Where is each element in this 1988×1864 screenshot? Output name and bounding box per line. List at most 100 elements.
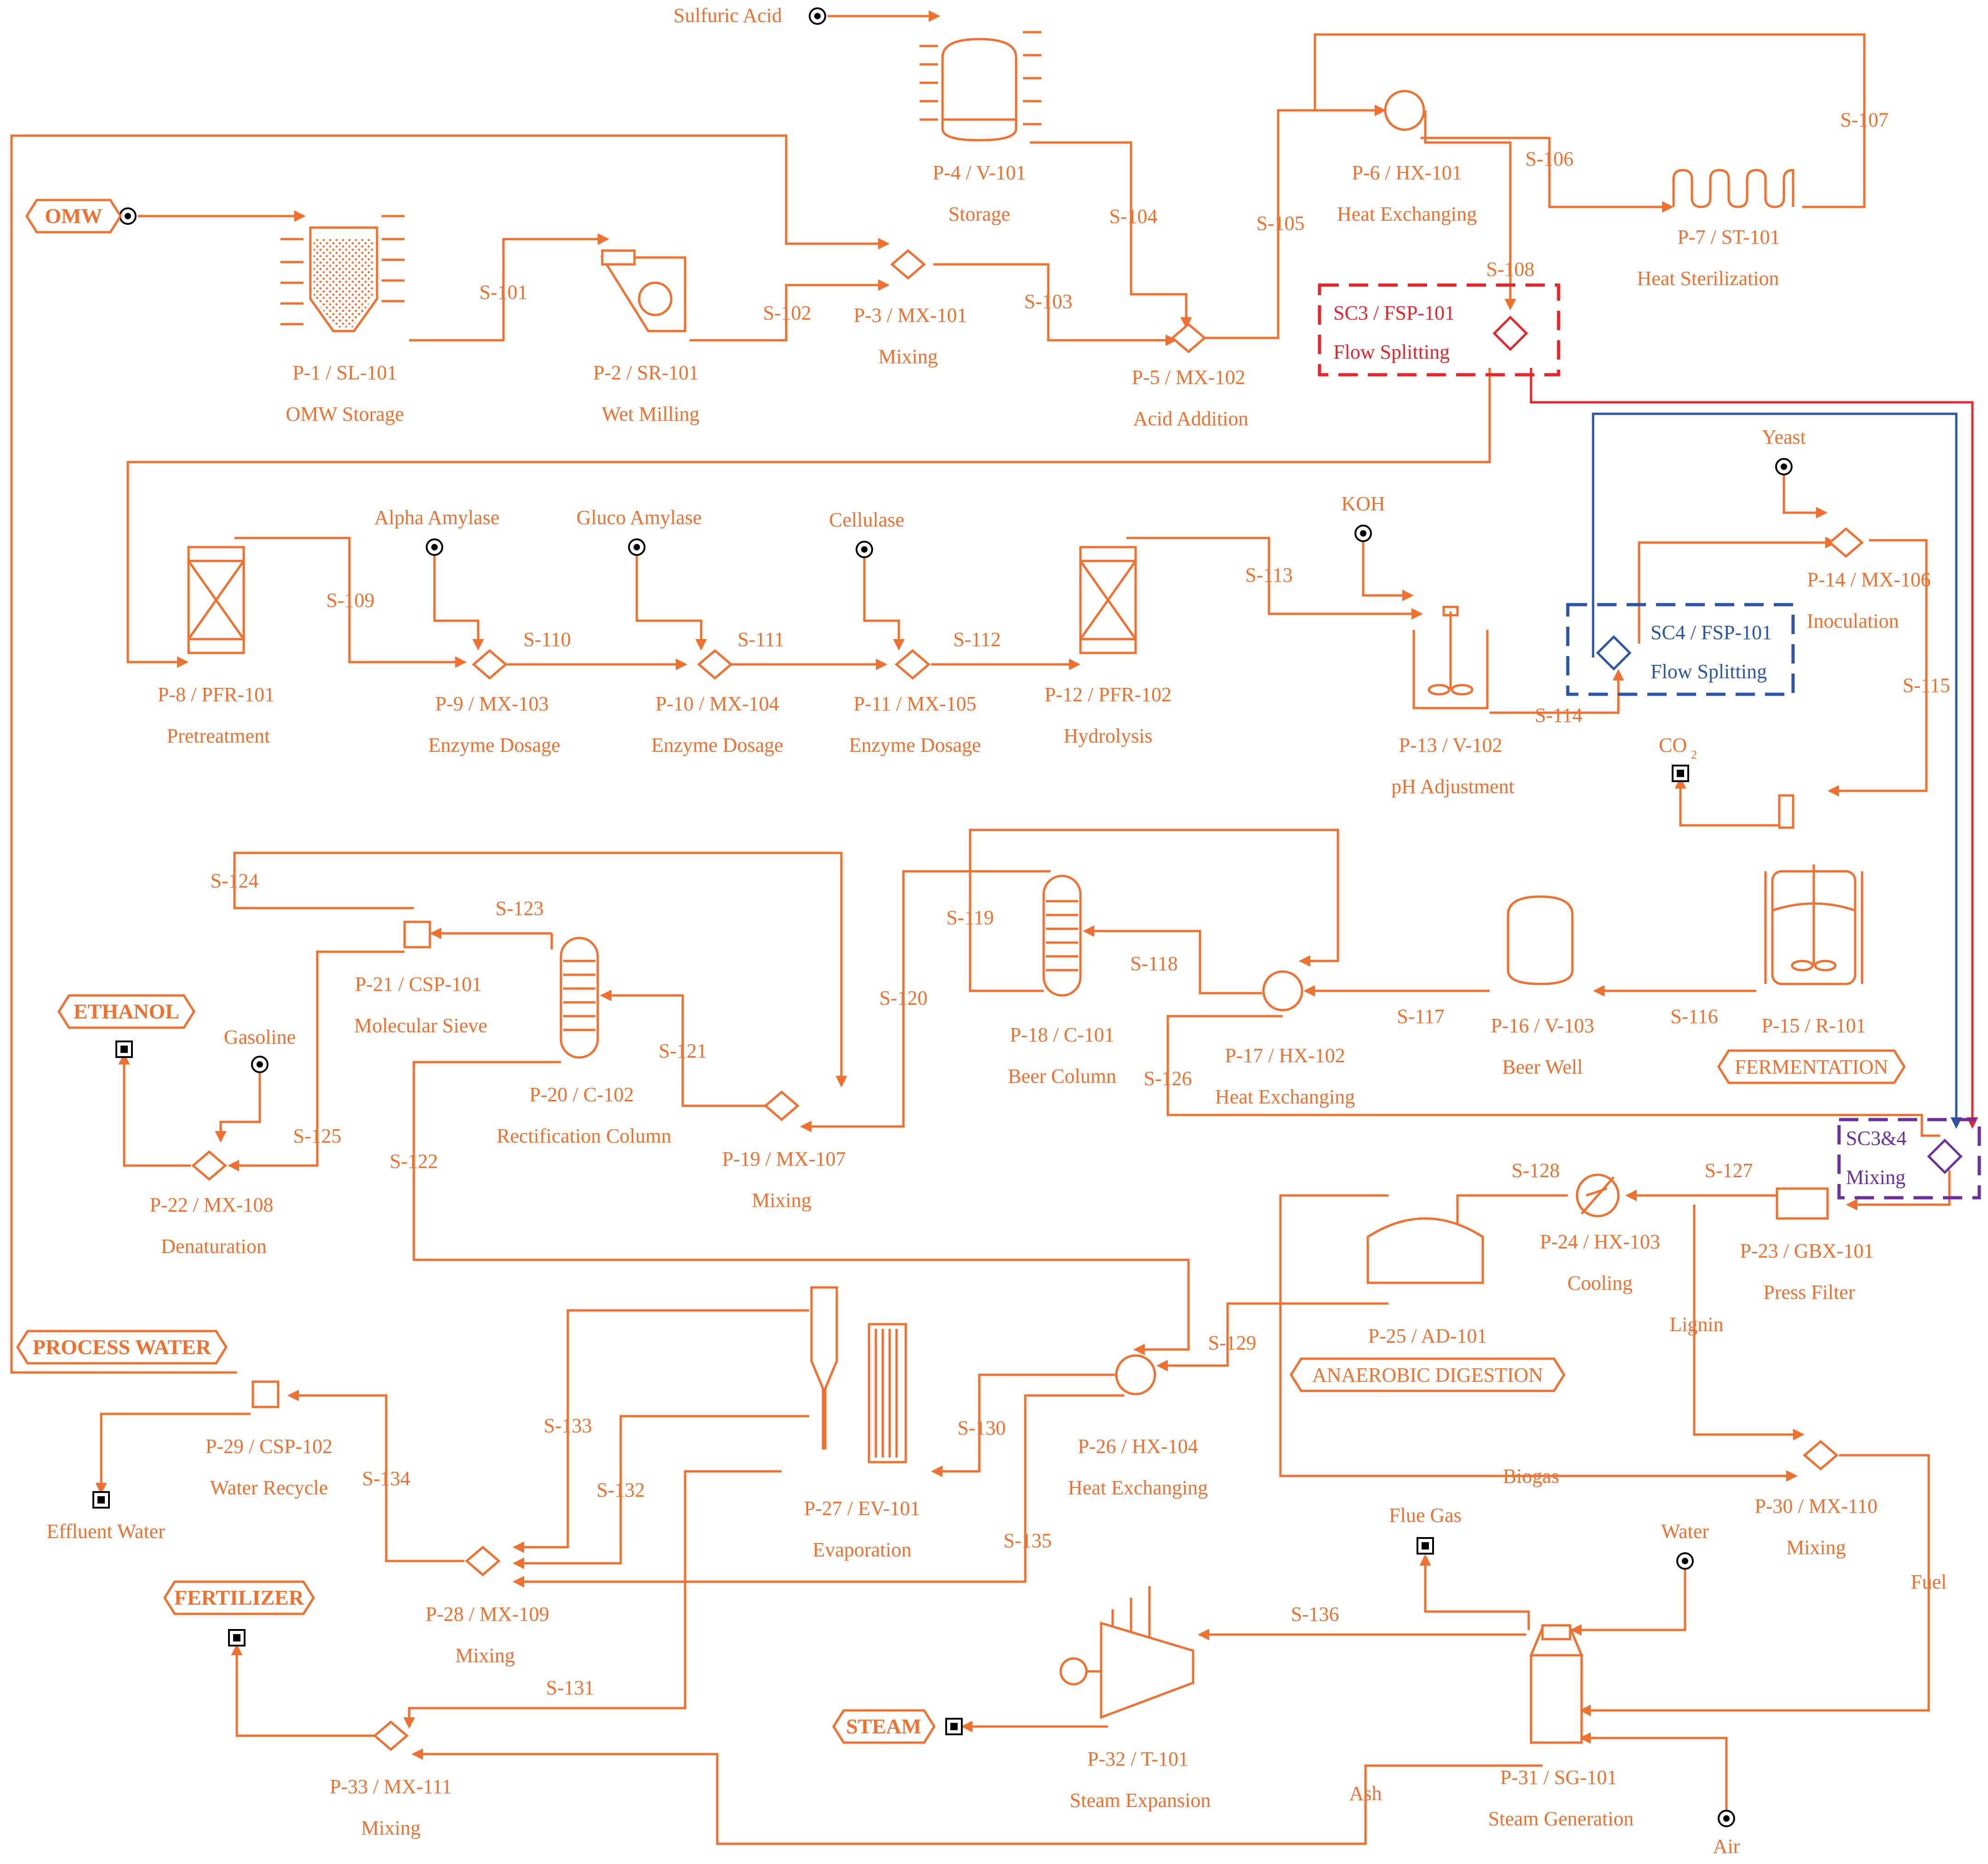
stream-label: S-124 [210, 869, 258, 892]
gasoline-label: Gasoline [224, 1026, 296, 1048]
mixer-icon [1171, 322, 1206, 354]
unit-tag: P-29 / CSP-102 [206, 1435, 332, 1458]
cellulase-label: Cellulase [829, 509, 904, 531]
scenario-labels: SC3 / FSP-101 Flow Splitting SC4 / FSP-1… [1333, 302, 1907, 1189]
cooler-icon [1576, 1173, 1620, 1218]
unit-name: Mixing [361, 1817, 421, 1839]
stream-label: S-114 [1535, 704, 1582, 726]
yeast-label: Yeast [1762, 426, 1806, 448]
unit-tag: P-7 / ST-101 [1677, 226, 1780, 248]
unit-name: Enzyme Dosage [651, 734, 783, 756]
unit-name: Cooling [1567, 1272, 1633, 1294]
unit-name: Mixing [455, 1644, 515, 1667]
stream-label: S-127 [1704, 1159, 1753, 1182]
stream-label: S-135 [1003, 1529, 1051, 1552]
stream-label: S-101 [479, 281, 527, 303]
water-recycle-icon [251, 1380, 280, 1408]
stream-label: S-119 [946, 906, 994, 929]
stream-label: S-133 [543, 1414, 592, 1437]
anaerobic-digester-icon [1366, 1217, 1484, 1284]
lignin-label: Lignin [1669, 1313, 1723, 1336]
wet-mill-icon [600, 249, 686, 332]
flue-gas-label: Flue Gas [1389, 1504, 1462, 1527]
mixer-icon [373, 1720, 409, 1751]
stream-label: S-125 [293, 1125, 341, 1147]
alpha-amylase-label: Alpha Amylase [374, 506, 500, 529]
unit-name: Water Recycle [210, 1476, 328, 1499]
sc4-tag: SC4 / FSP-101 [1651, 621, 1772, 644]
stream-label: S-131 [546, 1676, 594, 1699]
stream-label: S-126 [1143, 1067, 1192, 1090]
unit-name: pH Adjustment [1391, 775, 1514, 798]
mixer-icon [697, 649, 733, 680]
gluco-amylase-label: Gluco Amylase [577, 506, 702, 529]
mixing-vessel-icon [1412, 606, 1489, 709]
unit-name: OMW Storage [286, 403, 404, 425]
source-icon [856, 541, 873, 558]
splitter-icon [1492, 315, 1528, 351]
unit-name: Storage [948, 203, 1010, 225]
sink-icon [1672, 765, 1689, 782]
unit-tag: P-4 / V-101 [933, 161, 1026, 184]
plug-flow-reactor-icon [1079, 546, 1137, 654]
unit-tag: P-16 / V-103 [1491, 1014, 1594, 1037]
source-icon [1354, 525, 1372, 542]
stream-label: S-128 [1511, 1159, 1560, 1182]
storage-silo-icon [280, 215, 405, 332]
unit-name: Acid Addition [1133, 407, 1249, 430]
terminal-symbols [92, 7, 1793, 1827]
unit-tag: P-15 / R-101 [1761, 1014, 1866, 1037]
unit-tag: P-27 / EV-101 [804, 1497, 920, 1520]
unit-name: Heat Exchanging [1215, 1086, 1355, 1108]
stream-label: S-123 [495, 897, 543, 920]
unit-tag: P-30 / MX-110 [1754, 1495, 1877, 1517]
molecular-sieve-icon [403, 921, 431, 949]
stream-label: S-132 [596, 1479, 645, 1501]
stream-label: S-107 [1840, 109, 1888, 131]
source-icon [426, 538, 443, 556]
stream-label: S-130 [957, 1417, 1005, 1439]
source-icon [809, 7, 826, 25]
mixer-icon [1828, 527, 1864, 558]
sterilizer-coil-icon [1672, 169, 1794, 208]
unit-name: Enzyme Dosage [849, 734, 981, 756]
scenario-34-box [1837, 1118, 1981, 1200]
stream-label: S-111 [737, 628, 784, 651]
sc3-name: Flow Splitting [1333, 341, 1450, 363]
stream-labels: S-101 S-102 S-103 S-104 S-105 S-106 S-10… [210, 109, 1950, 1699]
source-icon [119, 207, 137, 225]
sc3-tag: SC3 / FSP-101 [1333, 302, 1455, 324]
fermenter-icon [1764, 794, 1863, 985]
sink-icon [228, 1629, 246, 1647]
unit-tag: P-14 / MX-106 [1807, 568, 1931, 591]
unit-labels: P-1 / SL-101 OMW Storage P-2 / SR-101 We… [150, 161, 1931, 1839]
stream-label: S-103 [1024, 290, 1072, 313]
hex-boxes: OMW ETHANOL PROCESS WATER FERTILIZER STE… [16, 199, 1906, 1744]
steam-box-label: STEAM [846, 1715, 921, 1738]
material-labels: Sulfuric Acid Alpha Amylase Gluco Amylas… [46, 4, 1947, 1858]
stream-label: S-113 [1245, 564, 1293, 586]
anaerobic-digestion-box-label: ANAEROBIC DIGESTION [1312, 1364, 1543, 1386]
source-icon [1676, 1552, 1694, 1570]
stream-label: S-106 [1525, 148, 1573, 170]
mixer-icon [472, 649, 508, 680]
unit-tag: P-10 / MX-104 [656, 692, 779, 715]
effluent-water-label: Effluent Water [46, 1520, 165, 1543]
fuel-label: Fuel [1911, 1571, 1947, 1593]
evaporator-icon [810, 1286, 907, 1464]
co2-subscript: 2 [1691, 748, 1697, 761]
steam-generator-icon [1529, 1624, 1583, 1744]
mixer-icon [1927, 1138, 1963, 1174]
biogas-label: Biogas [1503, 1465, 1559, 1487]
unit-name: Inoculation [1807, 610, 1899, 632]
sink-icon [1417, 1537, 1434, 1555]
unit-name: Molecular Sieve [354, 1014, 487, 1037]
unit-tag: P-13 / V-102 [1399, 734, 1502, 756]
stream-label: S-116 [1670, 1005, 1718, 1028]
steam-turbine-icon [1059, 1586, 1194, 1719]
mixer-icon [895, 649, 931, 680]
heat-exchanger-icon [1384, 90, 1425, 131]
unit-name: Mixing [1786, 1536, 1846, 1559]
air-label: Air [1713, 1835, 1740, 1858]
